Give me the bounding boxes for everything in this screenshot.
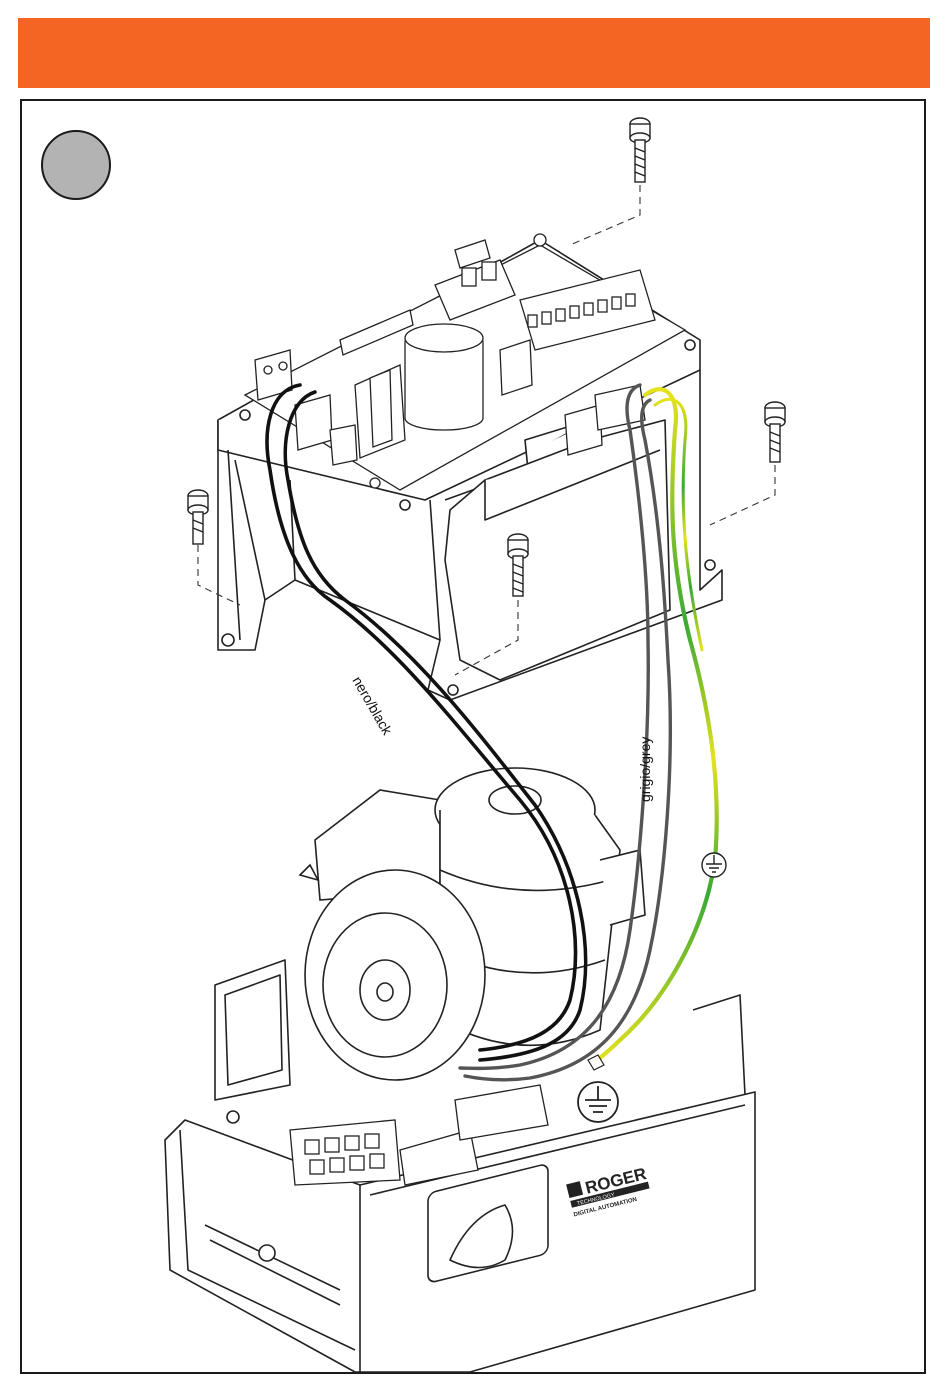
screw-right xyxy=(765,402,785,462)
screw-top xyxy=(630,118,650,182)
screw-left xyxy=(188,490,208,544)
motor-assembly xyxy=(300,768,645,1080)
black-wire-label: nero/black xyxy=(349,674,396,739)
grey-wire-label: grigio/grey xyxy=(637,737,653,802)
earth-ground-icon xyxy=(578,1082,618,1122)
earth-ground-icon xyxy=(702,853,726,877)
